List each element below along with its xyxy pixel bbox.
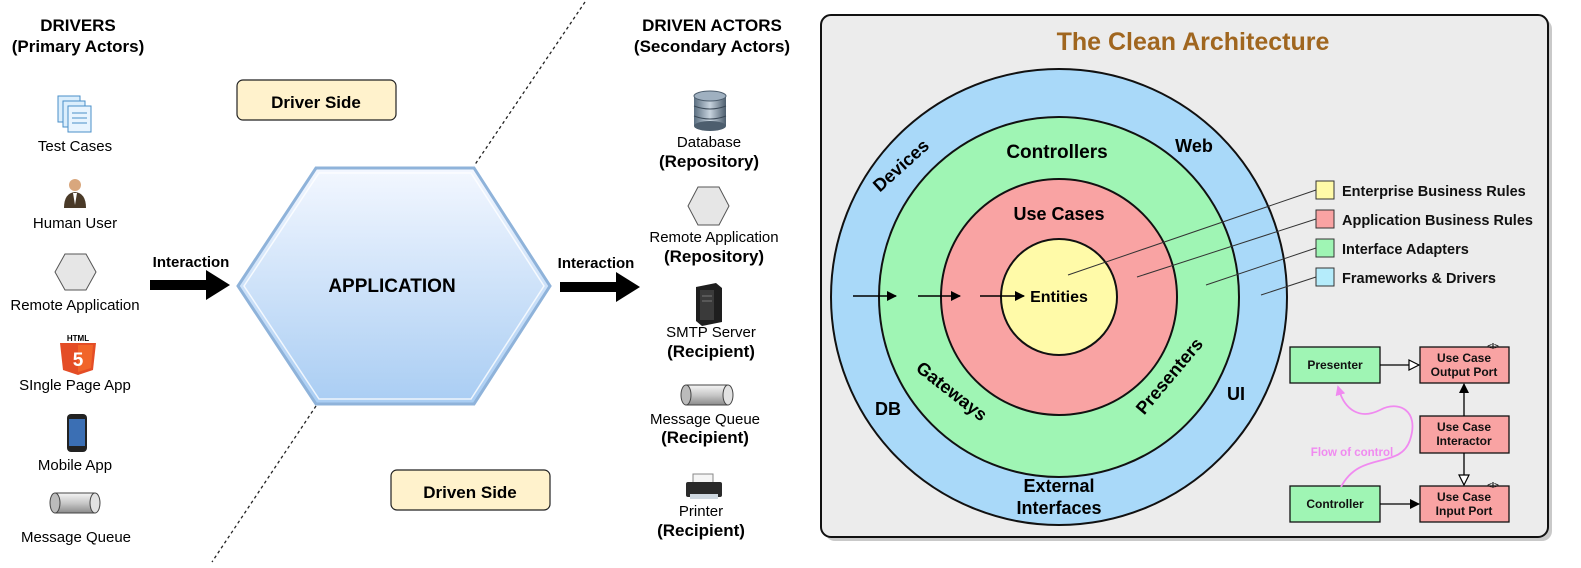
legend-interface-adapters: Interface Adapters <box>1342 242 1469 258</box>
person-icon <box>64 179 86 208</box>
driver-label-message-queue: Message Queue <box>21 529 131 546</box>
controller-label: Controller <box>1306 497 1364 511</box>
legend-swatch-enterprise <box>1315 180 1335 200</box>
driven-label-database: Database <box>677 134 741 151</box>
driver-label-mobile-app: Mobile App <box>38 457 112 474</box>
application-hexagon <box>236 166 552 406</box>
driven-actors-subtitle: (Secondary Actors) <box>634 37 790 56</box>
legend-enterprise-business-rules: Enterprise Business Rules <box>1342 184 1526 200</box>
driven-role-remote-application: (Repository) <box>664 247 764 266</box>
interaction-arrow-left <box>150 270 230 300</box>
controller-box <box>1289 485 1381 523</box>
legend-swatch-interface <box>1315 238 1335 258</box>
boundary-line-top <box>473 1 586 167</box>
ring-label-use-cases: Use Cases <box>1013 204 1104 224</box>
legend-application-business-rules: Application Business Rules <box>1342 213 1533 229</box>
ring-label-web: Web <box>1175 136 1213 156</box>
interface-marker: <I> <box>1487 342 1499 351</box>
documents-icon <box>57 95 92 133</box>
driver-label-human-user: Human User <box>33 215 117 232</box>
legend-swatch-frameworks <box>1315 267 1335 287</box>
driver-label-single-page-app: SIngle Page App <box>19 377 131 394</box>
svg-text:HTML: HTML <box>67 334 89 343</box>
flow-of-control-diagram: Presenter Use Case Output Port <I> Use C… <box>1289 342 1510 523</box>
driven-role-message-queue: (Recipient) <box>661 428 749 447</box>
ring-label-entities: Entities <box>1030 289 1088 306</box>
ring-label-ui: UI <box>1227 384 1245 404</box>
interactor-line-2: Interactor <box>1436 434 1492 448</box>
flow-of-control-curve <box>1335 385 1414 488</box>
driven-actors-title: DRIVEN ACTORS <box>642 16 782 35</box>
printer-icon <box>686 473 722 499</box>
input-port-line-2: Input Port <box>1436 504 1493 518</box>
driver-label-test-cases: Test Cases <box>38 138 112 155</box>
driver-label-remote-application: Remote Application <box>10 297 139 314</box>
drivers-title: DRIVERS <box>40 16 116 35</box>
driven-role-database: (Repository) <box>659 152 759 171</box>
driven-role-smtp-server: (Recipient) <box>667 342 755 361</box>
flow-of-control-label: Flow of control <box>1311 447 1393 459</box>
driven-side-label: Driven Side <box>423 483 517 502</box>
output-port-line-1: Use Case <box>1437 351 1491 365</box>
clean-architecture-title: The Clean Architecture <box>1057 28 1330 56</box>
driven-label-remote-application: Remote Application <box>649 229 778 246</box>
driven-side-box <box>390 469 551 511</box>
application-label: APPLICATION <box>328 276 455 297</box>
ring-label-interfaces: Interfaces <box>1016 498 1101 518</box>
use-case-output-port-box <box>1419 346 1510 384</box>
html5-icon: HTML 5 <box>60 334 96 375</box>
use-case-input-port-box <box>1419 485 1510 523</box>
cylinder-icon <box>680 384 734 406</box>
presenter-box <box>1289 346 1381 384</box>
database-icon <box>693 90 727 131</box>
driven-role-printer: (Recipient) <box>657 521 745 540</box>
presenter-label: Presenter <box>1307 358 1363 372</box>
hexagonal-architecture: DRIVERS (Primary Actors) Test Cases Huma… <box>10 1 790 563</box>
drivers-subtitle: (Primary Actors) <box>12 37 145 56</box>
legend-swatch-application <box>1315 209 1335 229</box>
input-port-line-1: Use Case <box>1437 490 1491 504</box>
cylinder-icon <box>49 492 101 514</box>
interactor-line-1: Use Case <box>1437 420 1491 434</box>
legend-frameworks-drivers: Frameworks & Drivers <box>1342 271 1496 287</box>
interaction-label-right: Interaction <box>558 255 635 272</box>
phone-icon <box>67 414 87 452</box>
driven-label-printer: Printer <box>679 503 723 520</box>
ring-label-controllers: Controllers <box>1006 142 1107 163</box>
hexagon-icon <box>54 253 97 291</box>
server-icon <box>696 283 722 326</box>
driver-side-label: Driver Side <box>271 93 361 112</box>
interaction-arrow-right <box>560 272 640 302</box>
hexagon-icon <box>687 186 730 226</box>
ring-label-db: DB <box>875 399 901 419</box>
driver-side-box <box>236 79 397 121</box>
output-port-line-2: Output Port <box>1431 365 1498 379</box>
svg-text:5: 5 <box>73 350 84 371</box>
legend: Enterprise Business Rules Application Bu… <box>1315 180 1533 287</box>
interaction-label-left: Interaction <box>153 254 230 271</box>
clean-architecture-panel: The Clean Architecture Devices Web DB UI… <box>820 14 1552 541</box>
ring-label-external: External <box>1023 476 1094 496</box>
driven-label-message-queue: Message Queue <box>650 411 760 428</box>
driven-label-smtp-server: SMTP Server <box>666 324 756 341</box>
boundary-line-bottom <box>211 405 317 563</box>
interface-marker: <I> <box>1487 481 1499 490</box>
